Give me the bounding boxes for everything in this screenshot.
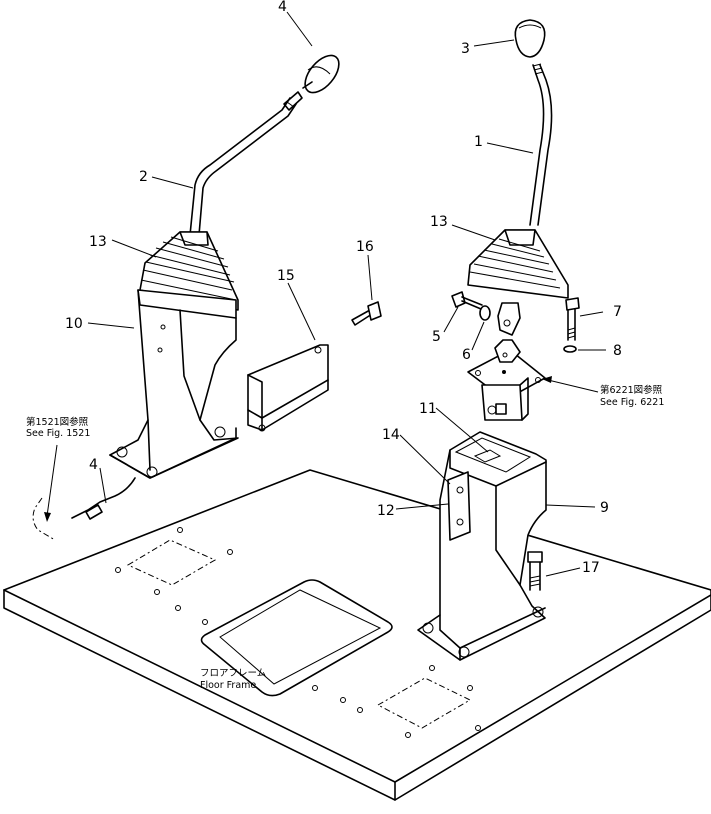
bolt-7 [565, 297, 580, 341]
label-3: 3 [461, 41, 470, 57]
note-fig6221-jp: 第6221図参照 [600, 384, 663, 396]
left-boot [139, 231, 239, 311]
label-4: 4 [278, 0, 287, 15]
bolt-17 [527, 551, 543, 591]
left-control-lever [189, 91, 303, 236]
right-control-lever [529, 63, 553, 226]
label-13-left: 13 [89, 234, 107, 250]
note-floor-en: Floor Frame [200, 680, 256, 691]
label-6: 6 [462, 347, 471, 363]
right-boot [467, 229, 569, 299]
label-14: 14 [382, 427, 400, 443]
part-labels: 4 3 1 2 13 13 16 15 10 5 6 7 8 11 14 12 … [65, 0, 622, 576]
label-5: 5 [432, 329, 441, 345]
label-8: 8 [613, 343, 622, 359]
floor-frame [3, 469, 711, 801]
label-4-wire: 4 [89, 457, 98, 473]
label-1: 1 [474, 134, 483, 150]
reference-notes: 第1521図参照 See Fig. 1521 第6221図参照 See Fig.… [26, 384, 664, 691]
label-12: 12 [377, 503, 395, 519]
label-7: 7 [613, 304, 622, 320]
washer-8 [563, 345, 577, 353]
right-lever-knob [514, 19, 546, 58]
floor-holes [115, 527, 481, 738]
lever-joint [497, 302, 521, 336]
label-16: 16 [356, 239, 374, 255]
label-11: 11 [419, 401, 437, 417]
note-fig1521-jp: 第1521図参照 [26, 416, 89, 428]
left-lever-knob [302, 54, 340, 94]
label-15: 15 [277, 268, 295, 284]
bracket [247, 344, 329, 432]
label-2: 2 [139, 169, 148, 185]
left-console-box [109, 289, 239, 479]
leader-lines [44, 11, 606, 577]
label-17: 17 [582, 560, 600, 576]
washer-6 [479, 305, 491, 321]
note-fig1521-en: See Fig. 1521 [26, 428, 90, 439]
note-floor-jp: フロアフレーム [200, 668, 266, 679]
note-fig6221-en: See Fig. 6221 [600, 397, 664, 408]
pilot-valve [467, 339, 546, 421]
label-10: 10 [65, 316, 83, 332]
label-13-right: 13 [430, 214, 448, 230]
harness [32, 477, 136, 541]
bolt-16 [351, 301, 382, 326]
label-9: 9 [600, 500, 609, 516]
right-console-box [417, 431, 547, 661]
bolt-5 [451, 291, 483, 310]
